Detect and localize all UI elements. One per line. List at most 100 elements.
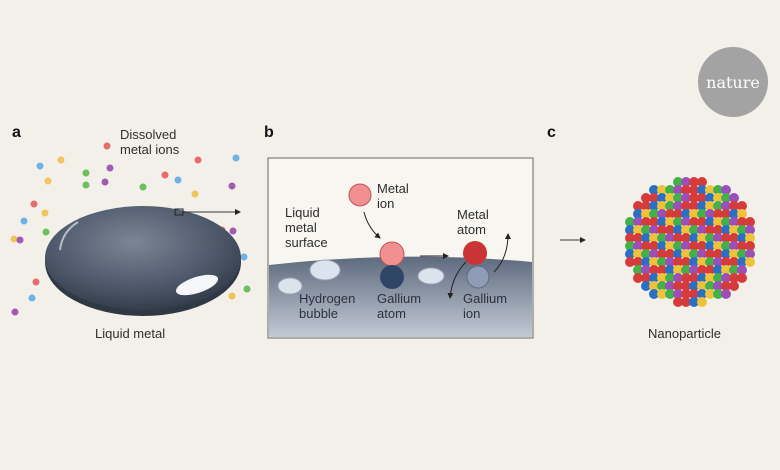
- nanoparticle-atom: [673, 257, 683, 267]
- nanoparticle-atom: [729, 225, 739, 235]
- nanoparticle-atom: [737, 225, 747, 235]
- nanoparticle-atom: [737, 201, 747, 211]
- metal-ion-dot: [240, 253, 248, 261]
- nanoparticle-atom: [665, 193, 675, 203]
- nanoparticle-atom: [705, 217, 715, 227]
- nanoparticle-atom: [721, 249, 731, 259]
- nanoparticle-atom: [673, 241, 683, 251]
- nanoparticle-atom: [641, 233, 651, 243]
- nanoparticle-atom: [689, 241, 699, 251]
- nanoparticle-atom: [657, 193, 667, 203]
- nanoparticle-atom: [729, 201, 739, 211]
- nanoparticle-atom: [665, 201, 675, 211]
- nanoparticle-atom: [673, 289, 683, 299]
- nanoparticle-atom: [633, 233, 643, 243]
- nanoparticle: [625, 177, 755, 307]
- nanoparticle-atom: [641, 265, 651, 275]
- metal-ion-dot: [228, 292, 236, 300]
- metal-ion-dot: [41, 209, 49, 217]
- nanoparticle-atom: [665, 273, 675, 283]
- nanoparticle-atom: [737, 241, 747, 251]
- nanoparticle-atom: [721, 225, 731, 235]
- nanoparticle-atom: [689, 265, 699, 275]
- nanoparticle-atom: [689, 273, 699, 283]
- metal-ion-dot: [232, 154, 240, 162]
- nanoparticle-atom: [697, 209, 707, 219]
- nanoparticle-atom: [649, 209, 659, 219]
- nanoparticle-atom: [673, 217, 683, 227]
- nanoparticle-atom: [729, 233, 739, 243]
- nanoparticle-atom: [713, 241, 723, 251]
- nanoparticle-atom: [681, 281, 691, 291]
- nanoparticle-atom: [641, 217, 651, 227]
- nanoparticle-atom: [697, 185, 707, 195]
- nanoparticle-atom: [689, 233, 699, 243]
- dissolved-ions-label: Dissolved metal ions: [120, 127, 180, 157]
- nanoparticle-atom: [665, 233, 675, 243]
- metal-ion-dot: [161, 171, 169, 179]
- nanoparticle-atom: [745, 217, 755, 227]
- nanoparticle-atom: [633, 209, 643, 219]
- nanoparticle-atom: [689, 249, 699, 259]
- nanoparticle-atom: [681, 289, 691, 299]
- nanoparticle-atom: [673, 225, 683, 235]
- metal-ion-dot: [82, 169, 90, 177]
- nanoparticle-atom: [721, 185, 731, 195]
- nanoparticle-atom: [713, 201, 723, 211]
- droplet-reflection: [175, 274, 219, 296]
- nanoparticle-atom: [657, 185, 667, 195]
- gallium-ion-sphere: [466, 265, 490, 289]
- nanoparticle-atom: [745, 249, 755, 259]
- nanoparticle-atom: [681, 265, 691, 275]
- metal-ion-dot: [229, 227, 237, 235]
- nanoparticle-atom: [689, 193, 699, 203]
- nanoparticle-atom: [745, 233, 755, 243]
- nanoparticle-atom: [665, 249, 675, 259]
- metal-ion-dot: [30, 200, 38, 208]
- nanoparticle-atom: [681, 241, 691, 251]
- nanoparticle-atom: [681, 209, 691, 219]
- nanoparticle-atom: [673, 209, 683, 219]
- metal-ion-dot: [82, 181, 90, 189]
- nanoparticle-atom: [681, 193, 691, 203]
- nanoparticle-atom: [697, 297, 707, 307]
- nanoparticle-atom: [657, 241, 667, 251]
- nanoparticle-atom: [665, 185, 675, 195]
- metal-ion-dot: [243, 285, 251, 293]
- metal-ion-dot: [44, 177, 52, 185]
- nanoparticle-atom: [633, 265, 643, 275]
- hydrogen-bubble: [417, 267, 445, 285]
- nanoparticle-atom: [721, 217, 731, 227]
- nanoparticle-atom: [721, 265, 731, 275]
- nanoparticle-atom: [713, 281, 723, 291]
- nanoparticle-atom: [657, 225, 667, 235]
- nanoparticle-atom: [729, 273, 739, 283]
- panel-c-letter: c: [547, 124, 556, 141]
- nanoparticle-atom: [689, 217, 699, 227]
- nanoparticle-atom: [633, 225, 643, 235]
- nanoparticle-atom: [641, 201, 651, 211]
- metal-ion-dot: [42, 228, 50, 236]
- nanoparticle-atom: [681, 177, 691, 187]
- nanoparticle-atom: [625, 241, 635, 251]
- nanoparticle-atom: [625, 249, 635, 259]
- nanoparticle-atom: [649, 289, 659, 299]
- nanoparticle-atom: [697, 289, 707, 299]
- nanoparticle-atom: [729, 193, 739, 203]
- nanoparticle-atom: [697, 265, 707, 275]
- nanoparticle-atom: [713, 193, 723, 203]
- nanoparticle-atom: [665, 217, 675, 227]
- metal-ion-dot: [36, 162, 44, 170]
- metal-ion-dot: [57, 156, 65, 164]
- nanoparticle-atom: [713, 257, 723, 267]
- nanoparticle-atom: [697, 273, 707, 283]
- nanoparticle-atom: [633, 257, 643, 267]
- nanoparticle-atom: [641, 273, 651, 283]
- nanoparticle-atom: [657, 217, 667, 227]
- nanoparticle-atom: [737, 273, 747, 283]
- nanoparticle-atom: [633, 217, 643, 227]
- nanoparticle-atom: [649, 257, 659, 267]
